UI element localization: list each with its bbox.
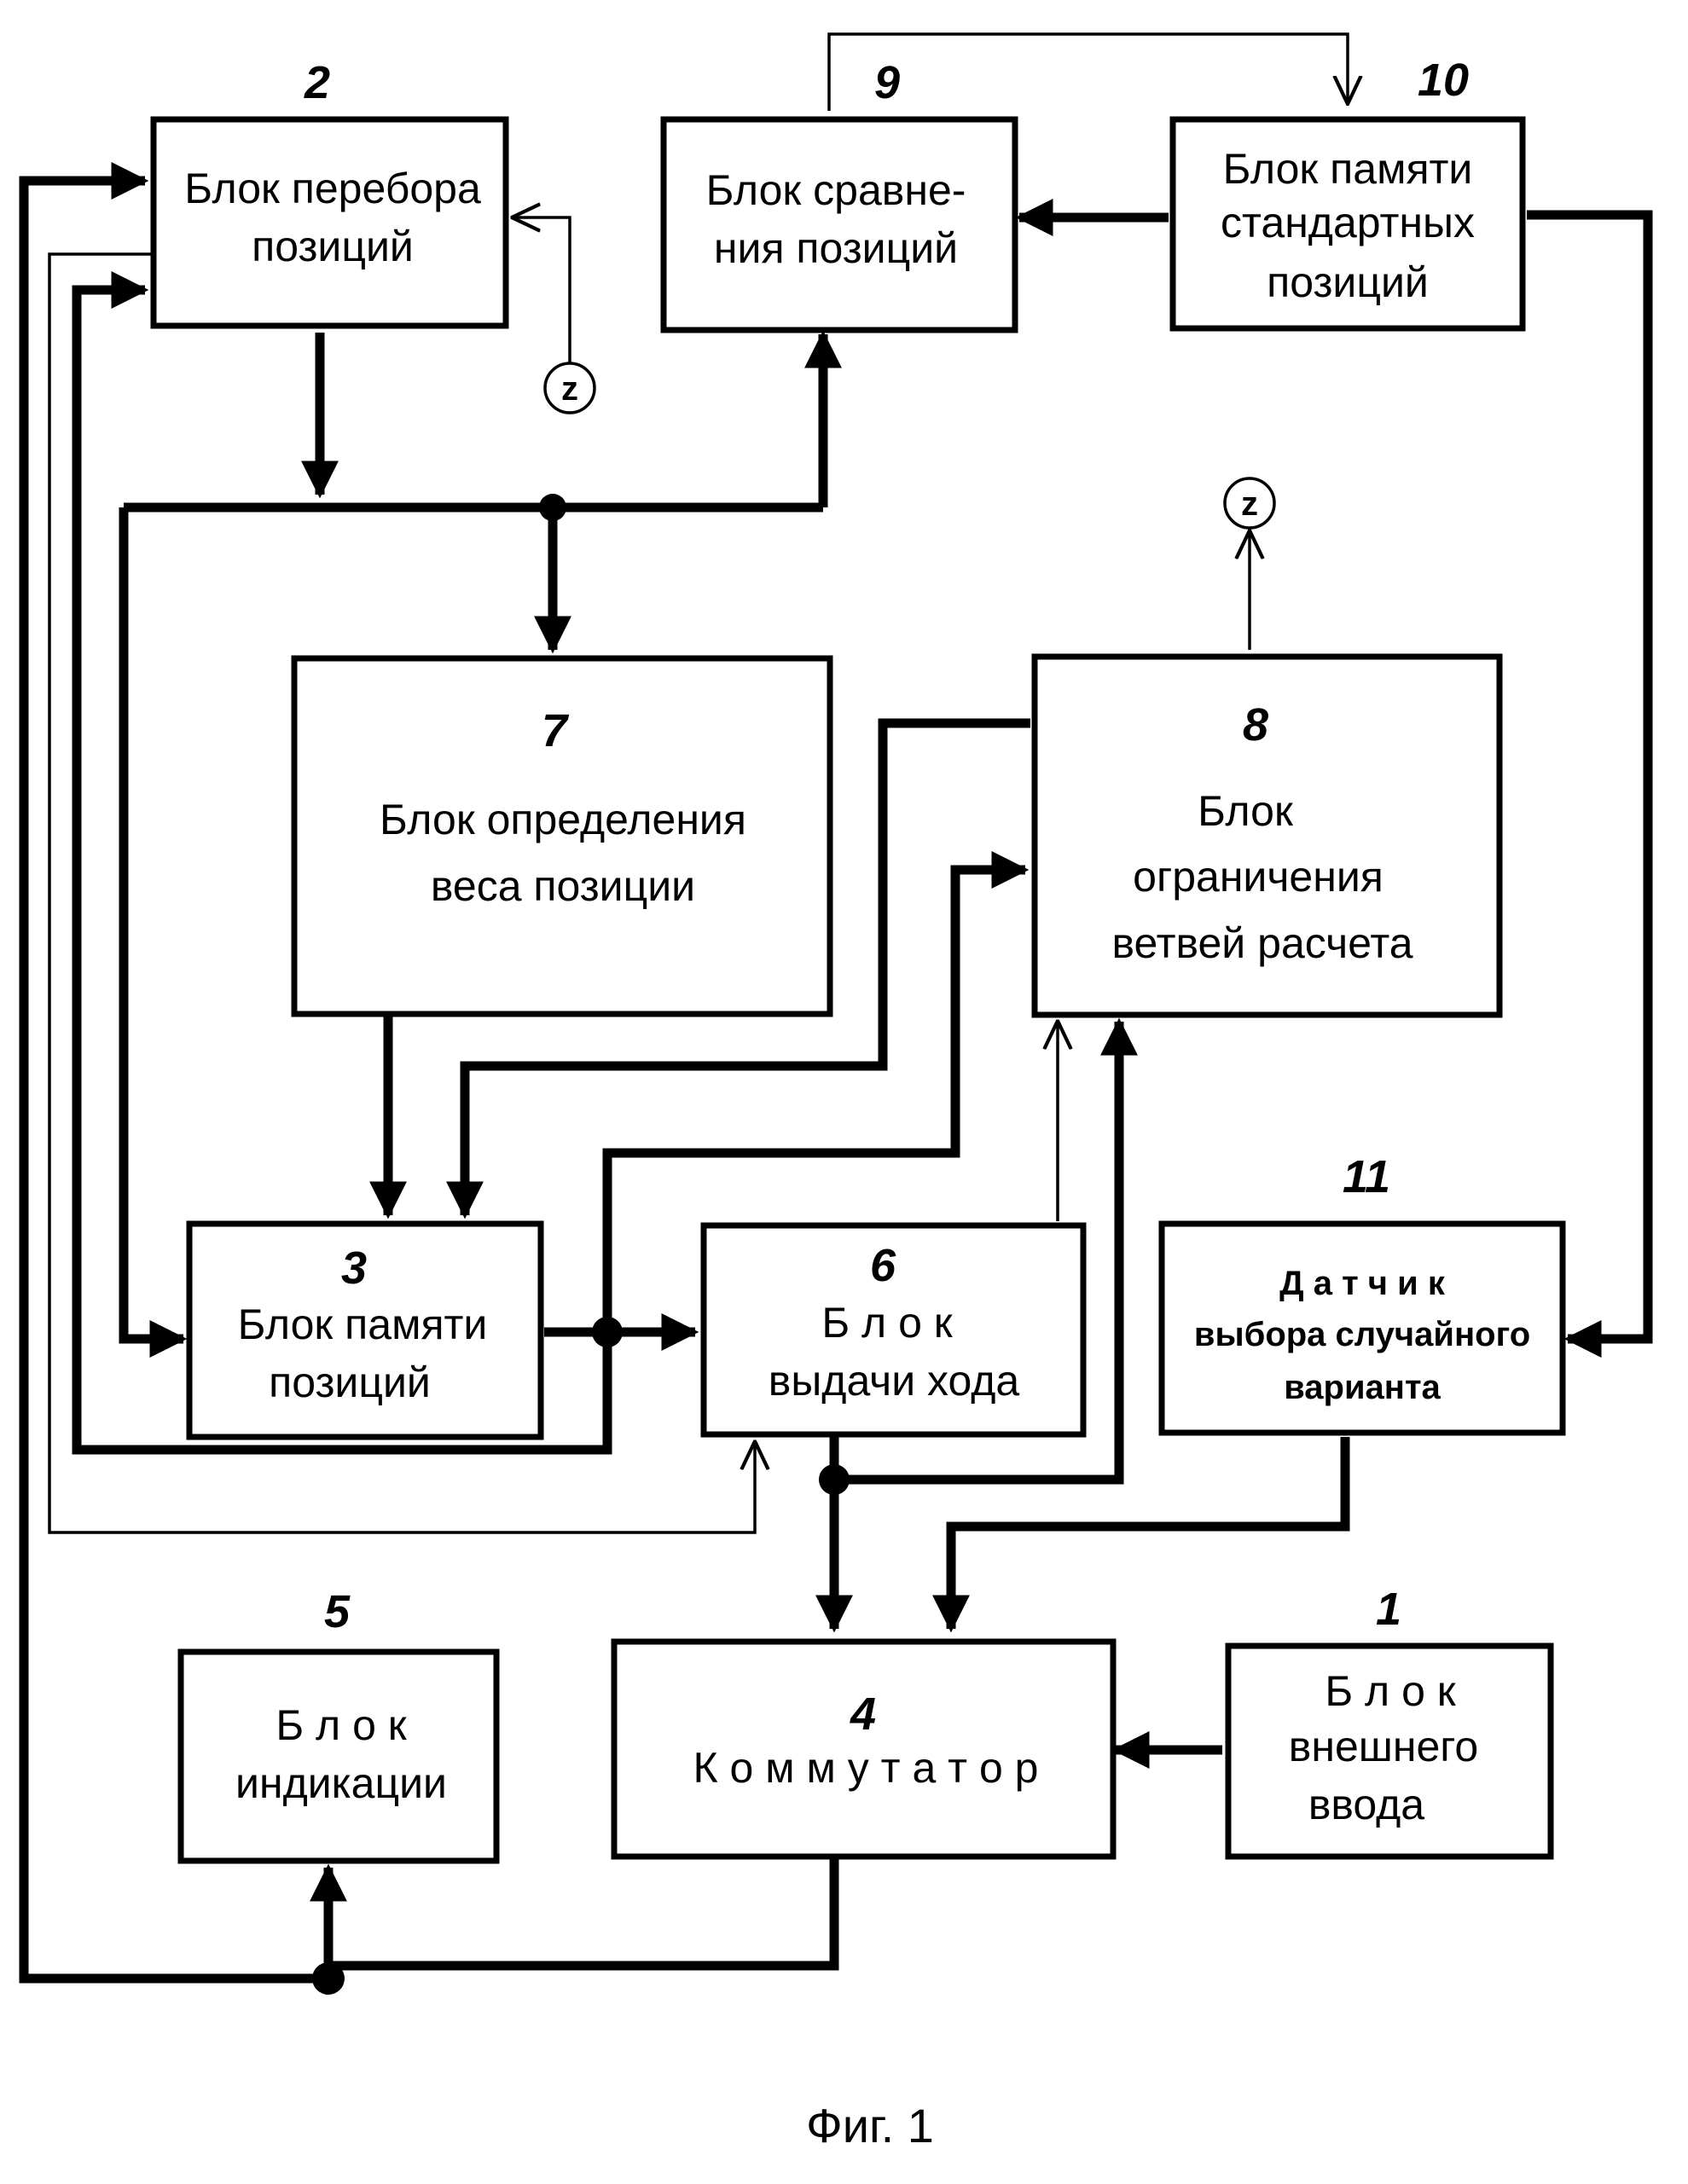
block-5: 5 Б л о к индикации: [181, 1586, 496, 1861]
block-9-label-line2: ния позиций: [714, 224, 958, 272]
junction-output: [312, 1962, 345, 1995]
link-b11-to-b4: [951, 1437, 1345, 1629]
block-7-label-line2: веса позиции: [431, 862, 695, 910]
block-9: 9 Блок сравне- ния позиций: [664, 57, 1015, 330]
block-10-number: 10: [1418, 55, 1469, 106]
block-10-label-line1: Блок памяти: [1223, 145, 1473, 193]
block-7-number: 7: [542, 705, 570, 756]
junction-b6-out: [819, 1464, 850, 1495]
block-5-label-line1: Б л о к: [276, 1701, 407, 1749]
block-3-number: 3: [341, 1243, 367, 1294]
block-8-label-line1: Блок: [1198, 787, 1294, 835]
block-11-number: 11: [1343, 1151, 1390, 1202]
block-6-label-line2: выдачи хода: [769, 1357, 1020, 1405]
z-terminal-top: z: [545, 363, 595, 413]
block-11-label-line3: варианта: [1284, 1369, 1441, 1406]
link-b9-to-b10-thin: [829, 34, 1348, 111]
block-6: 6 Б л о к выдачи хода: [704, 1225, 1083, 1434]
block-11: 11 Д а т ч и к выбора случайного вариант…: [1162, 1151, 1563, 1433]
block-4-label-line1: К о м м у т а т о р: [693, 1744, 1039, 1792]
link-z-to-b2: [512, 217, 570, 362]
link-b10-to-b11: [1527, 215, 1648, 1339]
block-2: 2 Блок перебора позиций: [154, 57, 506, 326]
figure-caption: Фиг. 1: [806, 2099, 934, 2152]
block-1-label-line2: внешнего: [1289, 1723, 1478, 1770]
block-4: 4 К о м м у т а т о р: [614, 1642, 1113, 1857]
block-10-label-line3: позиций: [1267, 258, 1429, 306]
block-1-number: 1: [1376, 1584, 1401, 1635]
link-b4-to-output-bus: [328, 1857, 834, 1966]
junction-b3-out: [592, 1317, 623, 1347]
block-3: 3 Блок памяти позиций: [189, 1224, 541, 1437]
block-3-label-line1: Блок памяти: [238, 1301, 488, 1348]
block-4-number: 4: [850, 1689, 876, 1740]
block-11-label-line2: выбора случайного: [1194, 1316, 1530, 1353]
z-terminal-top-label: z: [561, 370, 578, 408]
block-3-label-line2: позиций: [269, 1358, 431, 1406]
block-10-label-line2: стандартных: [1221, 199, 1475, 246]
link-bus-to-b3: [124, 507, 183, 1339]
block-6-label-line1: Б л о к: [821, 1299, 953, 1347]
block-1: 1 Б л о к внешнего ввода: [1228, 1584, 1551, 1857]
block-9-label-line1: Блок сравне-: [706, 166, 966, 214]
block-8-label-line2: ограничения: [1133, 853, 1383, 901]
block-5-label-line2: индикации: [235, 1759, 447, 1807]
block-5-number: 5: [324, 1586, 351, 1637]
block-8: 8 Блок ограничения ветвей расчета: [1035, 657, 1499, 1015]
block-2-number: 2: [304, 57, 330, 108]
z-terminal-right: z: [1225, 478, 1274, 528]
block-6-number: 6: [870, 1240, 896, 1291]
block-9-number: 9: [874, 57, 900, 108]
junction-bus: [539, 494, 566, 521]
block-1-label-line1: Б л о к: [1325, 1667, 1456, 1715]
block-8-label-line3: ветвей расчета: [1111, 919, 1412, 967]
block-8-number: 8: [1243, 699, 1268, 750]
block-2-label-line1: Блок перебора: [184, 165, 481, 212]
block-7-label-line1: Блок определения: [380, 796, 746, 843]
block-2-label-line2: позиций: [252, 223, 414, 270]
block-7: 7 Блок определения веса позиции: [294, 658, 830, 1014]
block-1-label-line3: ввода: [1308, 1781, 1424, 1828]
block-11-label-line1: Д а т ч и к: [1279, 1265, 1446, 1302]
z-terminal-right-label: z: [1241, 485, 1258, 523]
